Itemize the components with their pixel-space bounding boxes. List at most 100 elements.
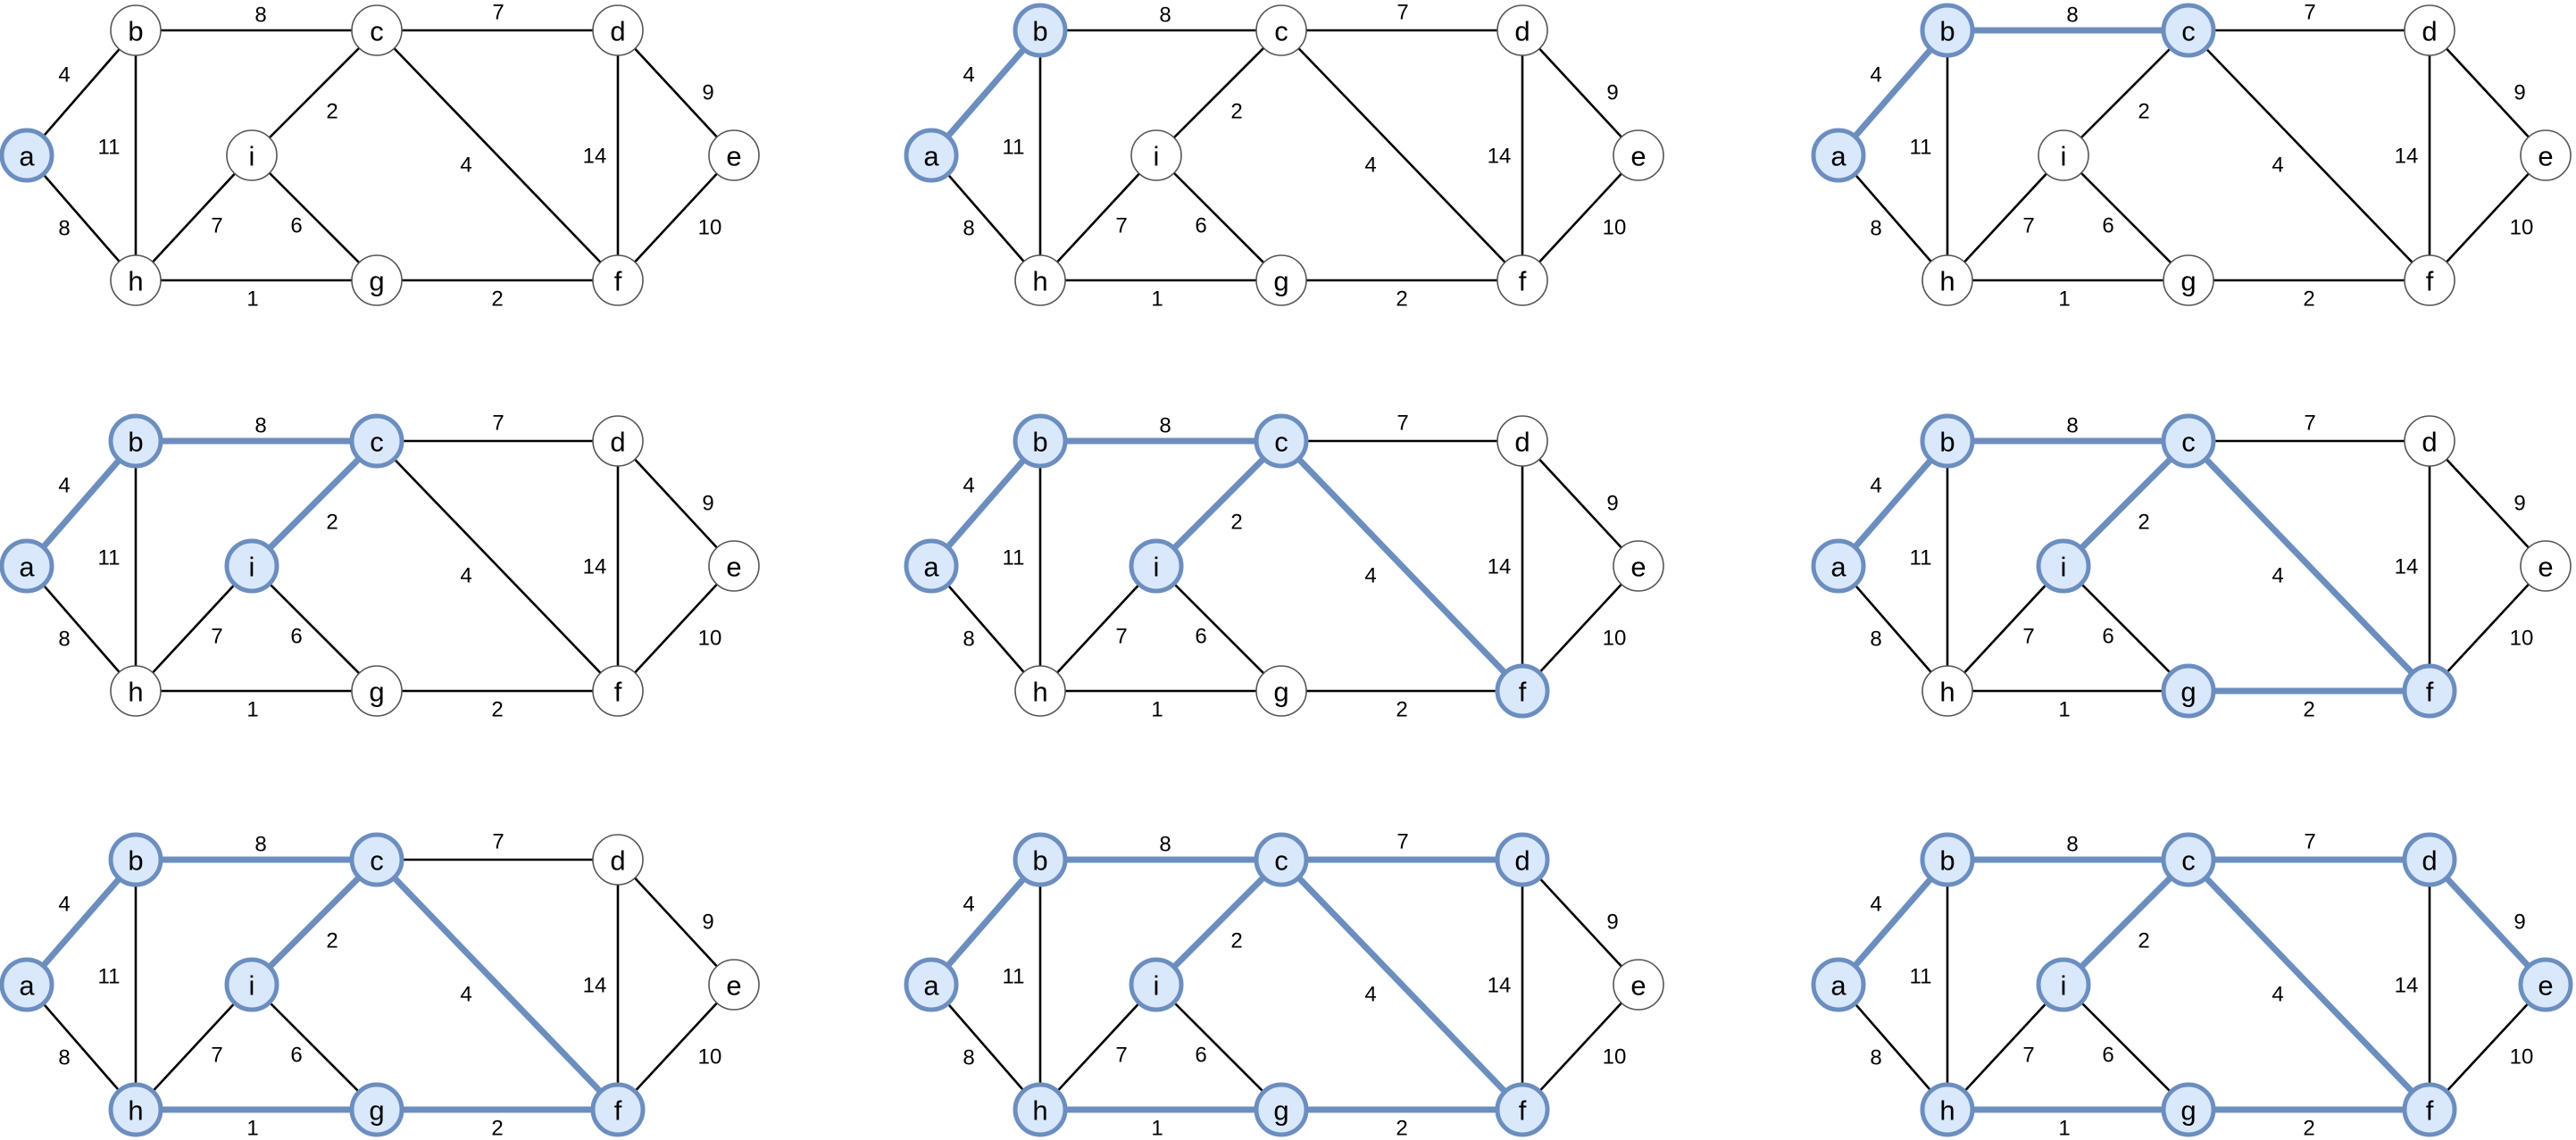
- edge-weight-label-b-h: 11: [1910, 965, 1932, 989]
- node-a: [904, 128, 959, 183]
- edge-weight-label-b-h: 11: [98, 136, 121, 160]
- edge-weight-label-c-f: 4: [2272, 154, 2283, 178]
- edge-weight-label-h-i: 7: [1115, 625, 1127, 649]
- node-g: [2163, 254, 2214, 306]
- node-g: [1255, 665, 1307, 717]
- node-g: [1254, 1082, 1309, 1137]
- node-d: [1496, 415, 1548, 467]
- node-label-g: g: [2180, 677, 2196, 708]
- edge-weight-label-a-b: 4: [1870, 474, 1881, 498]
- node-label-c: c: [370, 427, 384, 458]
- edge-g-i: [2062, 564, 2190, 693]
- edge-h-i: [1038, 564, 1158, 693]
- edge-c-i: [2062, 29, 2190, 157]
- node-label-a: a: [19, 970, 35, 1002]
- node-label-e: e: [1630, 970, 1646, 1002]
- edge-weight-label-d-e: 9: [702, 81, 713, 105]
- node-a: [0, 538, 54, 594]
- node-label-c: c: [1274, 16, 1288, 47]
- edge-c-f: [2185, 856, 2433, 1113]
- node-label-g: g: [2180, 266, 2196, 297]
- node-e: [708, 540, 760, 592]
- node-h: [110, 665, 162, 717]
- node-label-b: b: [1939, 845, 1955, 877]
- edge-weight-label-g-i: 6: [1195, 214, 1206, 238]
- edge-weight-label-a-b: 4: [58, 63, 70, 87]
- edge-weight-label-c-d: 7: [2304, 1, 2315, 25]
- edge-weight-label-e-f: 10: [698, 216, 722, 240]
- edge-a-b: [928, 437, 1044, 570]
- node-a: [1811, 957, 1866, 1012]
- edge-weight-label-g-h: 1: [2058, 1117, 2070, 1140]
- node-e: [708, 959, 760, 1011]
- node-label-f: f: [2426, 266, 2434, 297]
- node-label-h: h: [128, 266, 143, 297]
- edge-weight-label-e-f: 10: [2510, 627, 2534, 651]
- node-d: [2404, 415, 2455, 467]
- node-label-d: d: [2422, 427, 2437, 458]
- edge-weight-label-d-e: 9: [1606, 492, 1618, 516]
- edge-weight-label-c-i: 2: [1230, 929, 1242, 953]
- edge-weight-label-g-h: 1: [1151, 1117, 1163, 1140]
- node-label-b: b: [1939, 16, 1955, 47]
- edge-a-b: [23, 856, 139, 988]
- node-label-a: a: [1830, 970, 1847, 1002]
- edge-d-e: [1521, 858, 1640, 986]
- edge-c-i: [1155, 29, 1283, 157]
- edge-c-f: [1278, 437, 1526, 695]
- edge-h-i: [134, 983, 254, 1111]
- edge-weight-label-g-i: 6: [2102, 214, 2113, 238]
- node-d: [1496, 4, 1548, 56]
- node-b: [1920, 413, 1975, 469]
- node-label-g: g: [2180, 1095, 2196, 1127]
- node-d: [592, 4, 644, 56]
- node-label-h: h: [128, 677, 143, 708]
- edge-h-i: [1946, 564, 2065, 693]
- edge-weight-label-c-f: 4: [1364, 564, 1376, 588]
- edge-h-i: [1038, 983, 1158, 1111]
- edge-weight-label-g-h: 1: [1151, 698, 1163, 722]
- edge-a-h: [25, 983, 138, 1111]
- edge-weight-label-c-i: 2: [326, 100, 338, 124]
- edge-e-f: [1521, 564, 1640, 693]
- edge-c-f: [1278, 856, 1526, 1113]
- edge-a-b: [928, 856, 1044, 988]
- edge-g-i: [250, 154, 379, 282]
- node-label-c: c: [2181, 427, 2196, 458]
- edge-c-i: [248, 437, 380, 570]
- edge-weight-label-h-i: 7: [1115, 214, 1127, 238]
- node-label-i: i: [1154, 141, 1160, 172]
- edge-weight-label-a-b: 4: [1870, 63, 1881, 87]
- node-label-b: b: [1032, 845, 1047, 877]
- node-d: [2402, 832, 2457, 887]
- node-e: [2520, 540, 2572, 592]
- edge-weight-label-c-f: 4: [2272, 983, 2283, 1007]
- edge-h-i: [134, 564, 254, 693]
- node-label-g: g: [1273, 1095, 1288, 1127]
- edge-weight-label-b-h: 11: [1003, 965, 1025, 989]
- node-b: [1013, 832, 1068, 887]
- node-h: [1014, 665, 1066, 717]
- node-c: [349, 413, 404, 469]
- edge-weight-label-f-g: 2: [491, 287, 503, 312]
- node-b: [1013, 413, 1068, 469]
- node-label-d: d: [1514, 845, 1530, 877]
- edge-weight-label-b-h: 11: [1003, 136, 1025, 160]
- edge-weight-label-d-f: 14: [583, 974, 607, 998]
- edge-weight-label-a-b: 4: [1870, 893, 1881, 917]
- edge-a-h: [25, 154, 138, 282]
- node-b: [108, 413, 163, 469]
- edge-weight-label-e-f: 10: [2510, 216, 2534, 240]
- node-label-i: i: [1154, 970, 1160, 1002]
- edge-weight-label-e-f: 10: [1603, 627, 1627, 651]
- node-e: [2520, 129, 2572, 181]
- node-c: [349, 832, 404, 887]
- edge-weight-label-b-c: 8: [254, 833, 266, 857]
- edge-weight-label-c-d: 7: [492, 412, 504, 436]
